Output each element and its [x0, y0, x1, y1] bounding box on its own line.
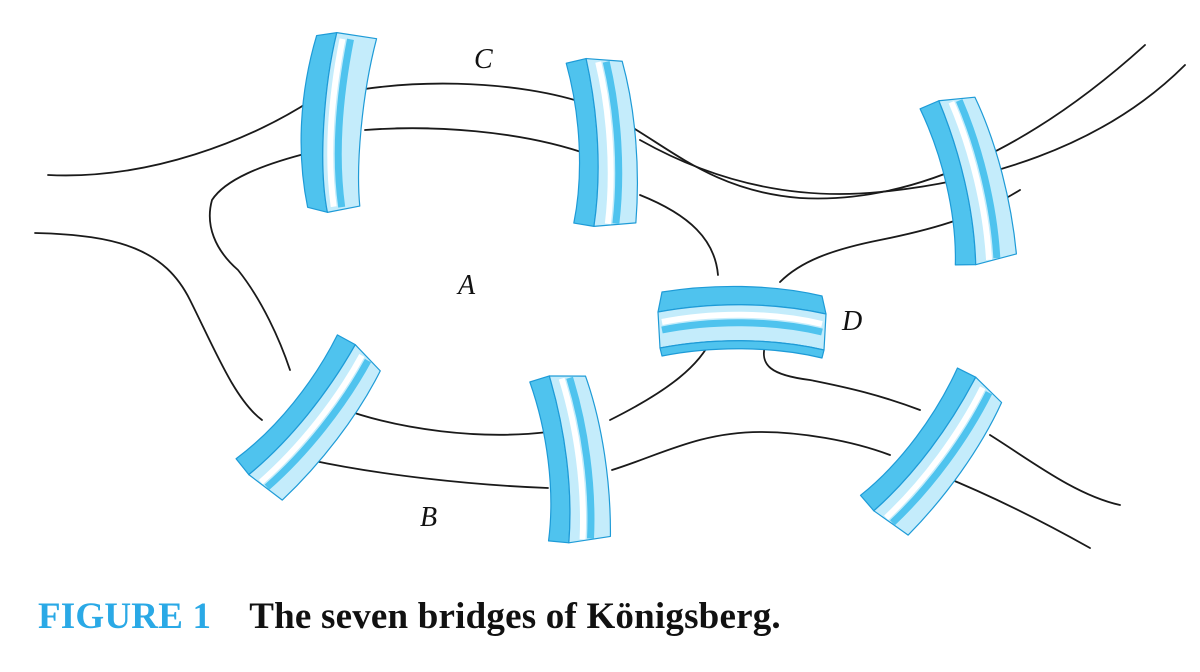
figure-caption: FIGURE 1 The seven bridges of Königsberg…	[38, 588, 781, 644]
island-a-bottom	[339, 407, 549, 436]
konigsberg-diagram: C A D B	[34, 32, 1186, 549]
figure-label: FIGURE 1	[38, 595, 212, 637]
bridges	[235, 32, 1017, 544]
region-label-d: D	[841, 306, 862, 337]
shoreline-east-lower-2	[939, 474, 1091, 549]
region-label-a: A	[456, 270, 476, 301]
shoreline-east-lower-1	[989, 434, 1121, 506]
shoreline-b-mid	[611, 431, 891, 471]
bridge-3	[919, 96, 1017, 266]
bridge-7	[859, 367, 1003, 536]
bridge-2	[565, 57, 638, 227]
figure-caption-text: The seven bridges of Königsberg.	[249, 595, 781, 637]
island-a-right	[639, 194, 719, 276]
island-a-top	[208, 151, 313, 371]
region-label-c: C	[474, 44, 493, 75]
shoreline-c-south	[639, 64, 1186, 195]
shoreline-d-lower	[763, 344, 921, 411]
bridge-1	[300, 32, 378, 213]
region-label-b: B	[420, 502, 437, 533]
bridge-5	[235, 334, 381, 501]
bridge-6	[529, 375, 612, 544]
shoreline-b-north	[309, 459, 549, 489]
bridge-4	[657, 285, 827, 359]
shoreline-west	[34, 232, 263, 421]
island-a-upper	[364, 127, 591, 156]
